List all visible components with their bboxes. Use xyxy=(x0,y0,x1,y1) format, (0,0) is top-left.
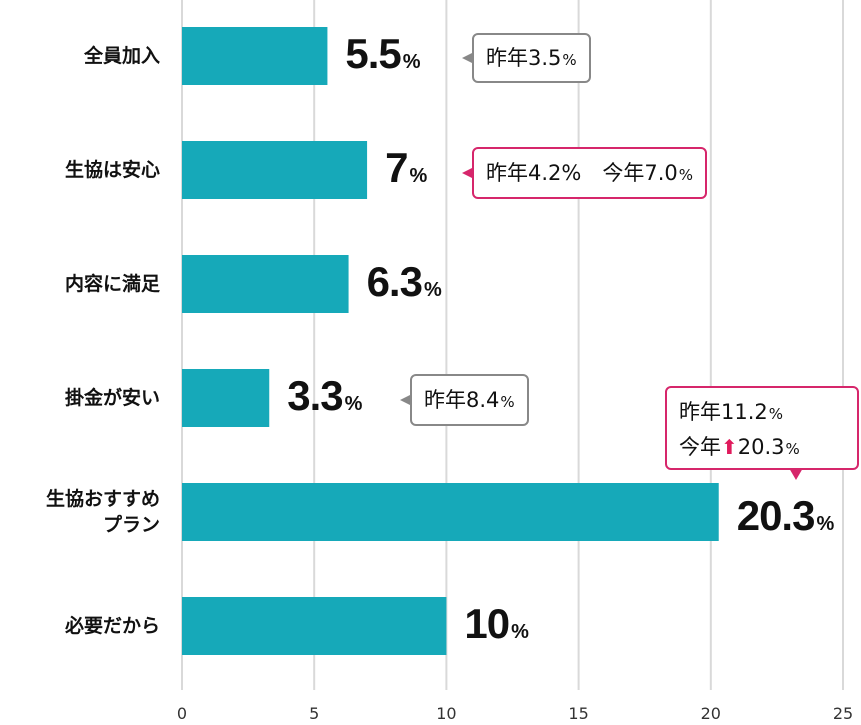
category-label: 掛金が安い xyxy=(64,387,160,409)
callout-text: 昨年8.4 xyxy=(424,388,500,412)
bar xyxy=(182,369,270,427)
category-label: 全員加入 xyxy=(83,45,160,67)
callout-osusume: 昨年11.2% 今年⬆20.3% xyxy=(665,386,859,480)
callout-line2-prefix: 今年 xyxy=(679,435,721,459)
data-label: 5.5% xyxy=(345,30,420,78)
category-label: 内容に満足 xyxy=(64,273,160,295)
data-label-value: 7 xyxy=(385,144,408,191)
bar xyxy=(182,597,447,655)
callout-pointer xyxy=(789,468,803,480)
x-tick-label: 15 xyxy=(568,704,589,723)
callout-pointer xyxy=(400,394,412,406)
callout-text: 昨年3.5 xyxy=(486,46,562,70)
callout-pointer xyxy=(462,167,474,179)
callout-line1: 昨年11.2 xyxy=(679,400,768,424)
data-label-suffix: % xyxy=(409,165,428,187)
callout-text: 昨年4.2% 今年7.0 xyxy=(486,161,678,185)
x-tick-label: 20 xyxy=(700,704,721,723)
x-tick-label: 10 xyxy=(436,704,457,723)
callout-suffix: % xyxy=(678,166,694,184)
x-tick-label: 25 xyxy=(832,704,854,723)
x-tick-label: 5 xyxy=(309,704,320,723)
bar xyxy=(182,255,349,313)
data-label-value: 5.5 xyxy=(345,30,401,77)
data-label-value: 20.3 xyxy=(736,492,816,539)
up-arrow-icon: ⬆ xyxy=(721,435,738,459)
data-label: 6.3% xyxy=(367,258,442,306)
callout-pointer xyxy=(462,52,474,64)
callout-suffix: % xyxy=(785,440,800,458)
x-tick-label: 0 xyxy=(176,704,188,723)
category-label: 生協おすすめプラン xyxy=(45,488,160,536)
data-label: 20.3% xyxy=(737,492,835,540)
callout-suffix: % xyxy=(500,393,515,411)
callout-kakekin: 昨年8.4% xyxy=(400,374,529,426)
callout-suffix: % xyxy=(768,405,784,423)
data-label-suffix: % xyxy=(423,279,442,301)
data-label-suffix: % xyxy=(816,513,835,535)
data-label-suffix: % xyxy=(402,51,421,73)
data-label: 10% xyxy=(464,600,529,648)
bar xyxy=(182,483,719,541)
category-label: 生協は安心 xyxy=(64,159,160,181)
data-label: 7% xyxy=(385,144,427,192)
data-label-suffix: % xyxy=(344,393,363,415)
category-label: 必要だから xyxy=(64,615,160,637)
data-label-value: 10 xyxy=(464,600,510,647)
data-label: 3.3% xyxy=(287,372,362,420)
callout-seikyo-anshin: 昨年4.2% 今年7.0% xyxy=(462,147,708,199)
data-label-value: 6.3 xyxy=(366,258,423,305)
callout-suffix: % xyxy=(562,51,577,69)
callout-line2: 20.3 xyxy=(737,435,785,459)
bar xyxy=(182,141,368,199)
data-label-value: 3.3 xyxy=(287,372,343,419)
callout-zennin: 昨年3.5% xyxy=(462,33,591,83)
bar xyxy=(182,27,328,85)
data-label-suffix: % xyxy=(511,621,529,643)
